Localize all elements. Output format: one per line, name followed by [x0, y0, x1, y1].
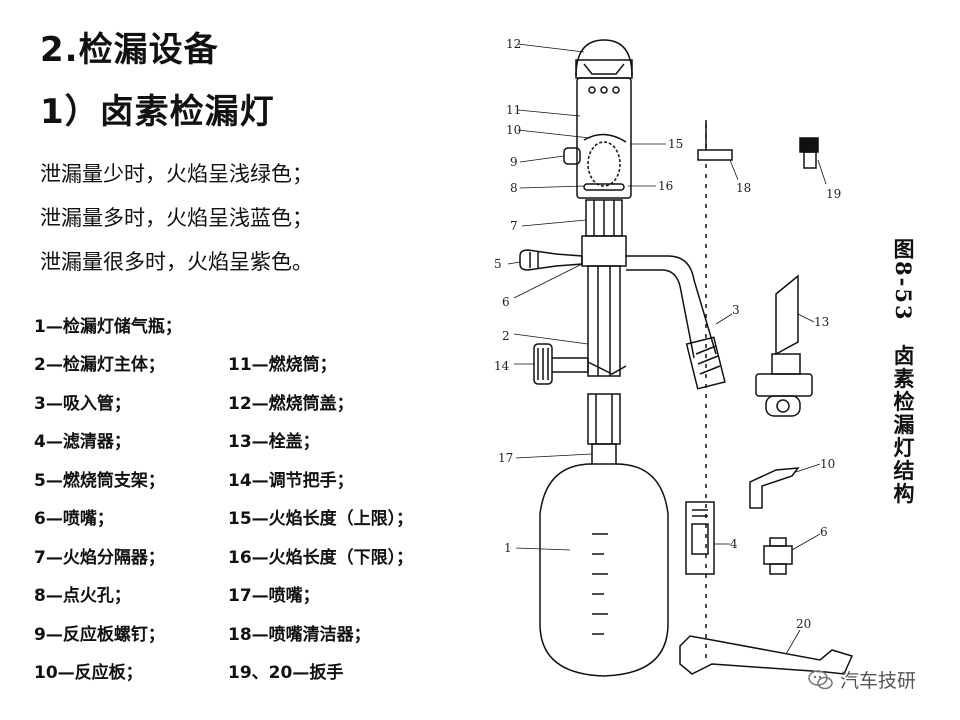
figure-caption: 图8-53 卤素检漏灯结构: [891, 238, 916, 506]
callout-6-detail: 6: [820, 525, 828, 539]
legend-item: 2—检漏灯主体；: [34, 355, 165, 375]
callout-7: 7: [510, 219, 518, 233]
callout-2: 2: [502, 329, 510, 343]
observation-line: 泄漏量很多时，火焰呈紫色。: [40, 250, 313, 274]
subsection-title: 1）卤素检漏灯: [40, 92, 275, 132]
observation-line: 泄漏量少时，火焰呈浅绿色；: [40, 162, 313, 186]
callout-11: 11: [506, 103, 521, 117]
callout-12: 12: [506, 37, 521, 51]
legend-item: 17—喷嘴；: [228, 586, 320, 606]
legend-item: 15—火焰长度（上限）；: [228, 509, 414, 529]
watermark: 汽车技研: [808, 666, 916, 693]
legend-item: 9—反应板螺钉；: [34, 625, 165, 645]
callout-8: 8: [510, 181, 518, 195]
callout-9: 9: [510, 155, 518, 169]
legend-item: 19、20—扳手: [228, 663, 344, 683]
callout-6: 6: [502, 295, 510, 309]
callout-3: 3: [732, 303, 740, 317]
callout-13: 13: [814, 315, 829, 329]
observation-line: 泄漏量多时，火焰呈浅蓝色；: [40, 206, 313, 230]
legend-item: 10—反应板；: [34, 663, 143, 683]
legend-item: 13—栓盖；: [228, 432, 320, 452]
callout-5: 5: [494, 257, 502, 271]
legend-item: 4—滤清器；: [34, 432, 131, 452]
legend-item: 6—喷嘴；: [34, 509, 114, 529]
callout-17: 17: [498, 451, 513, 465]
section-title: 2.检漏设备: [40, 30, 219, 70]
legend-item: 5—燃烧筒支架；: [34, 471, 165, 491]
callout-14: 14: [494, 359, 510, 373]
halogen-leak-lamp-diagram: 12 11 10 9 8 7 5 6 2 14 17 1 15 16 3 18 …: [494, 37, 854, 677]
legend-item: 1—检漏灯储气瓶；: [34, 317, 182, 337]
legend-item: 14—调节把手；: [228, 471, 354, 491]
legend-item: 7—火焰分隔器；: [34, 548, 165, 568]
callout-18: 18: [736, 181, 751, 195]
legend-item: 12—燃烧筒盖；: [228, 394, 354, 414]
callout-4: 4: [730, 537, 738, 551]
callout-20: 20: [796, 617, 811, 631]
legend-item: 16—火焰长度（下限）；: [228, 548, 414, 568]
callout-15: 15: [668, 137, 683, 151]
callout-1: 1: [504, 541, 512, 555]
callout-10-detail: 10: [820, 457, 835, 471]
legend-item: 11—燃烧筒；: [228, 355, 337, 375]
watermark-text: 汽车技研: [840, 670, 917, 692]
legend-item: 8—点火孔；: [34, 586, 131, 606]
callout-10: 10: [506, 123, 521, 137]
wechat-icon: [808, 669, 833, 689]
legend-item: 18—喷嘴清洁器；: [228, 625, 371, 645]
callout-19: 19: [826, 187, 841, 201]
legend-item: 3—吸入管；: [34, 394, 131, 414]
callout-16: 16: [658, 179, 673, 193]
